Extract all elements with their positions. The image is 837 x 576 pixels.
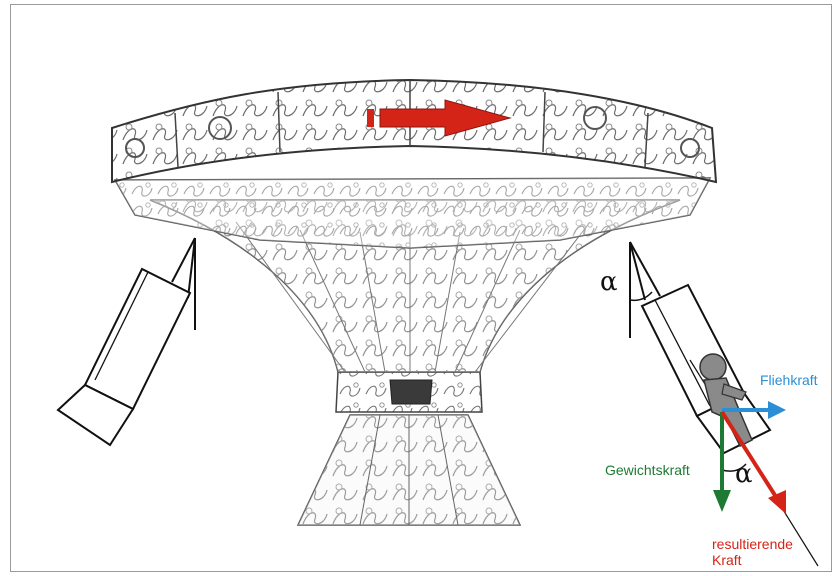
- left-swing: [58, 238, 195, 445]
- angle-label-top: α: [600, 268, 618, 296]
- carousel: [112, 80, 716, 525]
- weight-force-label: Gewichtskraft: [605, 462, 690, 478]
- angle-label-bottom: α: [735, 460, 753, 488]
- resultant-force-label-line2: Kraft: [712, 552, 742, 568]
- centrifugal-force-label: Fliehkraft: [760, 372, 818, 388]
- carousel-canopy: [112, 80, 716, 182]
- resultant-force-label-line1: resultierende: [712, 536, 793, 552]
- angle-arc-top: [630, 292, 652, 300]
